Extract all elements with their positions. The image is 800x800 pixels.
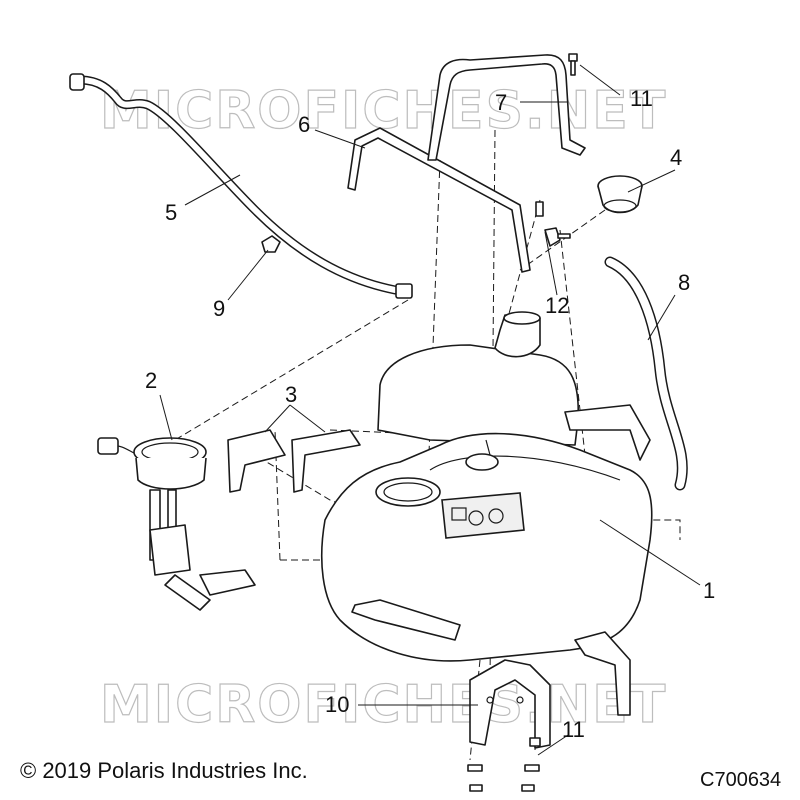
bracket-part-10 <box>469 659 551 749</box>
tank-strap-part-6 <box>347 127 531 273</box>
tank-strap-part-7 <box>427 54 586 161</box>
bolt-part-11-top <box>568 53 578 76</box>
fuel-pump-part-2 <box>97 437 256 611</box>
leader-lines <box>159 64 701 756</box>
clip-part-9 <box>261 235 281 253</box>
callout-11-top: 11 <box>630 86 653 111</box>
callout-8: 8 <box>678 270 690 295</box>
callout-7: 7 <box>495 90 507 115</box>
fuel-cap-part-4 <box>597 175 643 214</box>
callout-1: 1 <box>703 578 715 603</box>
vent-hose-part-8 <box>604 256 688 491</box>
bolts-part-11-bottom <box>467 737 541 792</box>
callout-10: 10 <box>325 692 349 717</box>
fuel-tank-part-1 <box>320 311 653 662</box>
copyright-text: © 2019 Polaris Industries Inc. <box>20 758 308 783</box>
callout-5: 5 <box>165 200 177 225</box>
callout-4: 4 <box>670 145 682 170</box>
callout-11-bottom: 11 <box>562 717 585 742</box>
pads-part-3 <box>227 404 651 716</box>
diagram-code: C700634 <box>700 769 781 791</box>
callout-12: 12 <box>545 293 569 318</box>
callout-2: 2 <box>145 368 157 393</box>
fitting-part-12 <box>535 201 571 247</box>
callout-3: 3 <box>285 382 297 407</box>
callout-9: 9 <box>213 296 225 321</box>
callout-6: 6 <box>298 112 310 137</box>
fuel-hose-part-5 <box>69 73 413 299</box>
